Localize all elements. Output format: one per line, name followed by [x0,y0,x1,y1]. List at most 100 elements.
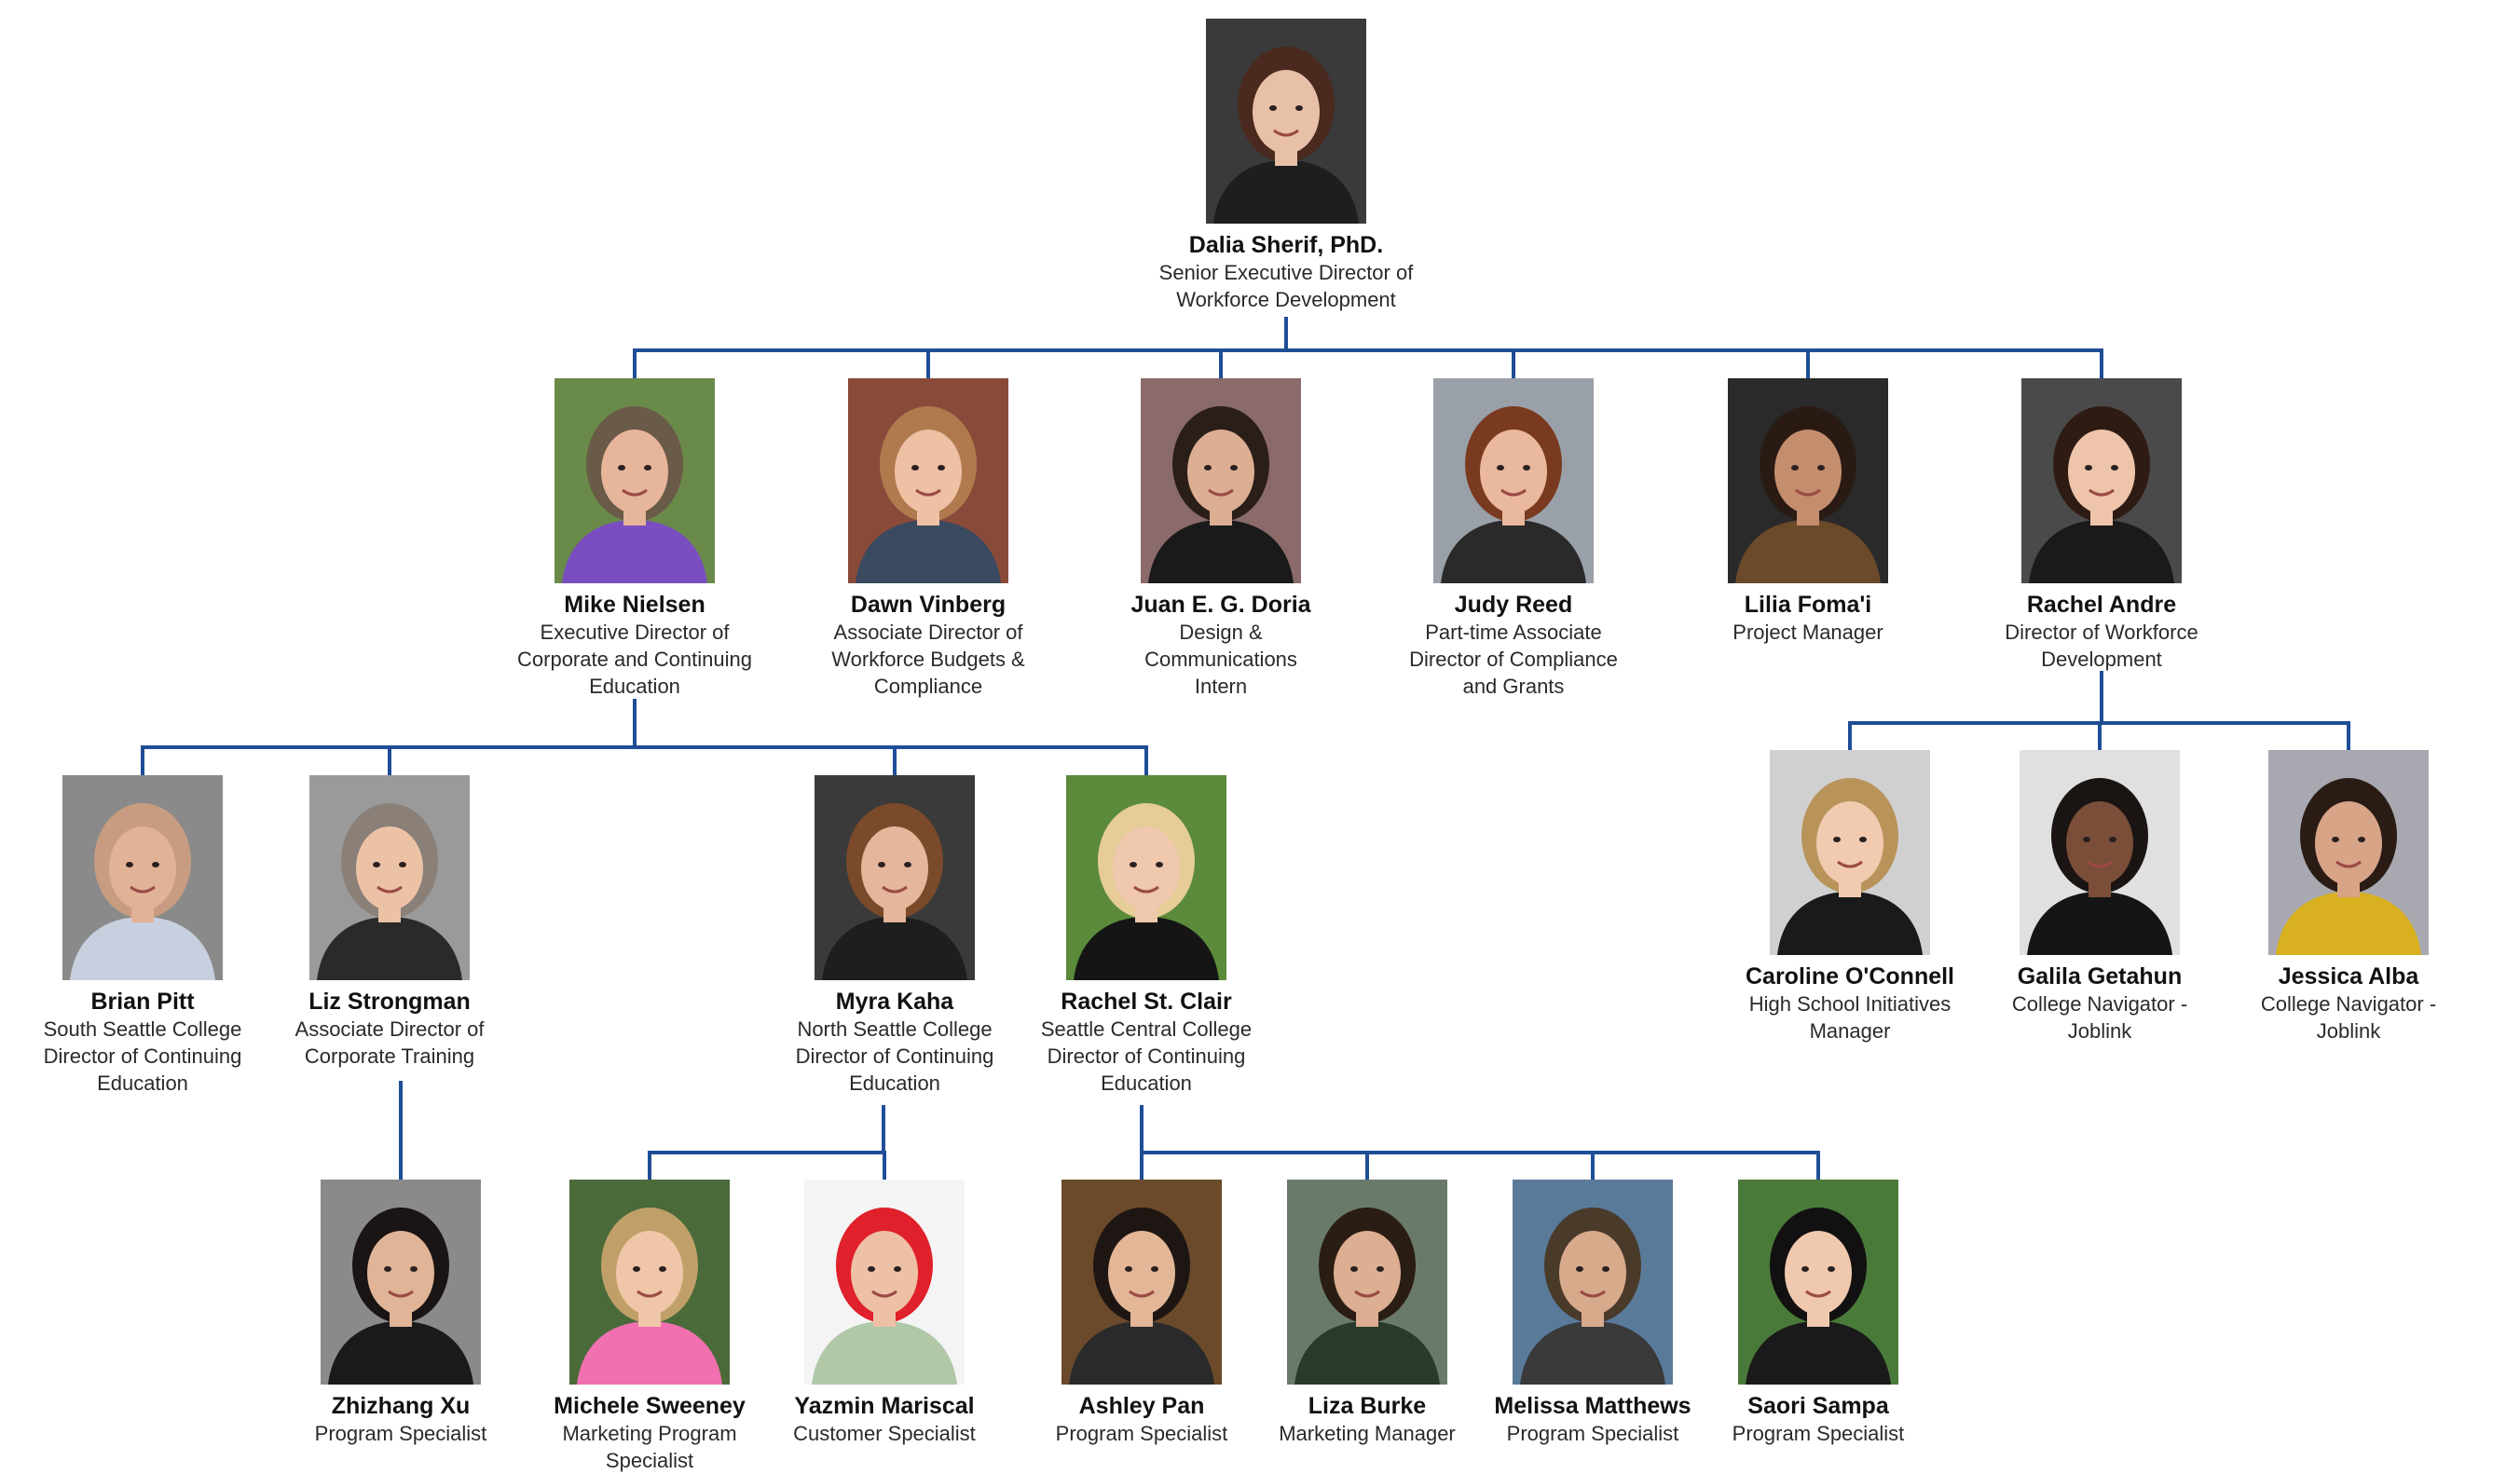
person-name: Yazmin Mariscal [794,1393,975,1419]
person-card-myra: Myra Kaha North Seattle College Director… [736,775,1053,1097]
person-title: Seattle Central College Director of Cont… [1040,1017,1253,1095]
person-card-juan: Juan E. G. Doria Design & Communications… [1062,378,1379,700]
person-title: Marketing Manager [1279,1422,1456,1445]
person-photo [848,378,1008,583]
person-card-judy: Judy Reed Part-time Associate Director o… [1355,378,1672,700]
person-title: Part-time Associate Director of Complian… [1409,621,1618,698]
person-title: Director of Workforce Development [2005,621,2198,671]
portrait-silhouette [1433,378,1594,583]
person-name: Melissa Matthews [1494,1393,1691,1419]
person-photo [555,378,715,583]
person-card-melissa: Melissa Matthews Program Specialist [1434,1180,1751,1447]
person-card-caroline: Caroline O'Connell High School Initiativ… [1691,750,2008,1044]
portrait-silhouette [1728,378,1888,583]
person-name: Lilia Foma'i [1744,592,1872,618]
person-title: College Navigator - Joblink [2260,992,2437,1043]
person-title: Customer Specialist [793,1422,976,1445]
portrait-silhouette [1770,750,1930,955]
person-card-jessica: Jessica Alba College Navigator - Joblink [2190,750,2507,1044]
person-name: Caroline O'Connell [1745,963,1955,989]
person-title: Program Specialist [1506,1422,1679,1445]
person-photo [1728,378,1888,583]
person-photo [321,1180,481,1385]
person-name: Rachel St. Clair [1061,989,1232,1015]
person-photo [309,775,470,980]
person-title: Executive Director of Corporate and Cont… [517,621,752,698]
person-title: Design & Communications Intern [1144,621,1297,698]
person-card-zhizhang: Zhizhang Xu Program Specialist [242,1180,559,1447]
person-photo [569,1180,730,1385]
person-card-dalia: Dalia Sherif, PhD. Senior Executive Dire… [1128,19,1445,313]
person-card-mike: Mike Nielsen Executive Director of Corpo… [476,378,793,700]
person-name: Michele Sweeney [554,1393,746,1419]
portrait-silhouette [309,775,470,980]
portrait-silhouette [1287,1180,1447,1385]
person-photo [1770,750,1930,955]
person-photo [1433,378,1594,583]
person-name: Juan E. G. Doria [1130,592,1311,618]
person-name: Rachel Andre [2026,592,2177,618]
person-name: Zhizhang Xu [331,1393,471,1419]
person-card-saori: Saori Sampa Program Specialist [1660,1180,1977,1447]
portrait-silhouette [804,1180,965,1385]
person-photo [2268,750,2429,955]
person-title: High School Initiatives Manager [1748,992,1952,1043]
person-name: Dawn Vinberg [850,592,1007,618]
person-photo [2020,750,2180,955]
portrait-silhouette [2021,378,2182,583]
portrait-silhouette [1141,378,1301,583]
portrait-silhouette [62,775,223,980]
person-photo [1061,1180,1222,1385]
person-photo [1141,378,1301,583]
person-card-liza: Liza Burke Marketing Manager [1209,1180,1526,1447]
person-title: Project Manager [1732,621,1883,644]
person-photo [1066,775,1226,980]
person-photo [62,775,223,980]
portrait-silhouette [1513,1180,1673,1385]
person-name: Ashley Pan [1078,1393,1205,1419]
portrait-silhouette [815,775,975,980]
person-title: Associate Director of Corporate Training [294,1017,485,1068]
person-photo [804,1180,965,1385]
portrait-silhouette [1738,1180,1898,1385]
person-card-brian: Brian Pitt South Seattle College Directo… [0,775,301,1097]
person-name: Brian Pitt [90,989,195,1015]
person-title: Program Specialist [314,1422,487,1445]
person-card-rachel-st-clair: Rachel St. Clair Seattle Central College… [988,775,1305,1097]
portrait-silhouette [1066,775,1226,980]
person-card-dawn: Dawn Vinberg Associate Director of Workf… [770,378,1087,700]
person-photo [1206,19,1366,224]
person-name: Saori Sampa [1747,1393,1889,1419]
person-photo [1738,1180,1898,1385]
person-photo [1513,1180,1673,1385]
person-photo [815,775,975,980]
person-photo [2021,378,2182,583]
person-photo [1287,1180,1447,1385]
person-card-liz: Liz Strongman Associate Director of Corp… [231,775,548,1070]
portrait-silhouette [321,1180,481,1385]
person-card-yazmin: Yazmin Mariscal Customer Specialist [726,1180,1043,1447]
person-card-lilia: Lilia Foma'i Project Manager [1650,378,1966,646]
portrait-silhouette [2268,750,2429,955]
person-title: College Navigator - Joblink [2011,992,2188,1043]
person-title: Senior Executive Director of Workforce D… [1158,261,1414,311]
portrait-silhouette [1206,19,1366,224]
person-title: Program Specialist [1055,1422,1228,1445]
person-card-ashley: Ashley Pan Program Specialist [983,1180,1300,1447]
person-card-michele: Michele Sweeney Marketing Program Specia… [491,1180,808,1474]
portrait-silhouette [569,1180,730,1385]
person-title: Program Specialist [1732,1422,1905,1445]
portrait-silhouette [555,378,715,583]
person-title: South Seattle College Director of Contin… [43,1017,242,1095]
portrait-silhouette [1061,1180,1222,1385]
person-name: Galila Getahun [2017,963,2183,989]
person-name: Jessica Alba [2278,963,2419,989]
person-name: Myra Kaha [835,989,954,1015]
person-title: North Seattle College Director of Contin… [795,1017,994,1095]
person-title: Associate Director of Workforce Budgets … [831,621,1025,698]
portrait-silhouette [2020,750,2180,955]
person-name: Dalia Sherif, PhD. [1188,232,1384,258]
person-name: Liz Strongman [308,989,471,1015]
person-name: Judy Reed [1454,592,1573,618]
